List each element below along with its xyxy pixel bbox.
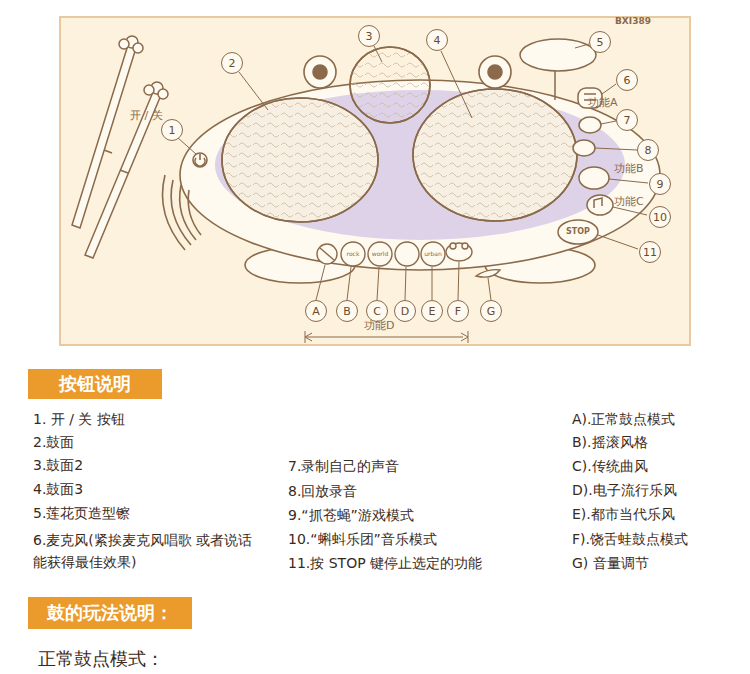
- callout-circle: F: [447, 300, 469, 322]
- callout-number: A: [312, 305, 320, 318]
- callout-number: F: [455, 305, 461, 318]
- callout-number: G: [487, 305, 496, 318]
- callout-circle: E: [421, 300, 443, 322]
- callout-circle: 8: [637, 139, 659, 161]
- section-band: 按钮说明: [28, 369, 162, 399]
- function-label: 功能A: [588, 96, 618, 109]
- callout-circle: 1: [161, 119, 183, 141]
- list-item: F).饶舌蛙鼓点模式: [572, 531, 688, 548]
- callout-circle: G: [480, 300, 502, 322]
- callout-number: 2: [229, 57, 236, 70]
- callout-circle: C: [366, 300, 388, 322]
- list-item-wrap: 6.麦克风(紧挨麦克风唱歌 或者说话能获得最佳效果): [33, 529, 258, 574]
- list-item: 11.按 STOP 键停止选定的功能: [288, 555, 482, 572]
- list-item: B).摇滚风格: [572, 434, 648, 451]
- callout-circle: 9: [649, 173, 671, 195]
- list-item: 5.莲花页造型镲: [33, 505, 130, 522]
- list-item: 2.鼓面: [33, 434, 74, 451]
- callout-number: B: [343, 305, 351, 318]
- switch-label: 开 / 关: [130, 109, 163, 122]
- callout-number: 9: [657, 178, 664, 191]
- section-heading: 按钮说明: [59, 372, 131, 396]
- callout-circle: B: [336, 300, 358, 322]
- function-label: 功能B: [614, 162, 644, 175]
- list-item: 8.回放录音: [288, 483, 357, 500]
- callout-circle: 2: [221, 52, 243, 74]
- list-item: E).都市当代乐风: [572, 506, 675, 523]
- callout-number: D: [401, 305, 409, 318]
- callout-circle: D: [394, 300, 416, 322]
- callout-circle: A: [305, 300, 327, 322]
- callout-number: 6: [624, 74, 631, 87]
- callout-number: 7: [624, 114, 631, 127]
- frog-body: [163, 47, 661, 283]
- mode-buttons: [317, 242, 500, 277]
- function-label: 功能D: [364, 319, 394, 332]
- function-label: 功能C: [614, 195, 644, 208]
- callout-circle: 10: [649, 206, 671, 228]
- list-item: 9.“抓苍蝇”游戏模式: [288, 507, 414, 524]
- button-text: urban: [424, 250, 442, 257]
- callout-number: E: [429, 305, 436, 318]
- button-text: world: [372, 250, 389, 257]
- list-item: 7.录制自己的声音: [288, 458, 399, 475]
- list-item: A).正常鼓点模式: [572, 411, 676, 428]
- callout-number: C: [373, 305, 381, 318]
- callout-number: 4: [434, 34, 441, 47]
- panel: [60, 17, 690, 345]
- list-item: D).电子流行乐风: [572, 482, 677, 499]
- callout-number: 10: [653, 211, 667, 224]
- callout-number: 5: [597, 36, 604, 49]
- callout-number: 11: [643, 246, 657, 259]
- section-heading: 鼓的玩法说明：: [47, 601, 173, 625]
- button-text: STOP: [566, 227, 590, 237]
- list-item: 1. 开 / 关 按钮: [33, 411, 125, 428]
- callout-number: 3: [366, 30, 373, 43]
- list-item: C).传统曲风: [572, 458, 648, 475]
- button-text: rock: [347, 250, 360, 257]
- model-code: BXI389: [615, 16, 651, 27]
- callout-number: 1: [169, 124, 176, 137]
- callout-number: 8: [645, 144, 652, 157]
- drum-sticks: [72, 36, 168, 258]
- callout-circle: 3: [358, 25, 380, 47]
- list-item: 3.鼓面2: [33, 457, 83, 474]
- list-item: 10.“蝌蚪乐团”音乐模式: [288, 531, 437, 548]
- callout-circle: 7: [616, 109, 638, 131]
- side-controls: [520, 39, 613, 244]
- leader-lines: [178, 44, 648, 343]
- callout-circle: 5: [589, 31, 611, 53]
- list-item: 4.鼓面3: [33, 481, 83, 498]
- callout-circle: 11: [639, 241, 661, 263]
- section-band: 鼓的玩法说明：: [28, 597, 192, 629]
- callout-circle: 4: [426, 29, 448, 51]
- sub-heading: 正常鼓点模式：: [38, 648, 164, 670]
- callout-circle: 6: [616, 69, 638, 91]
- list-item: G) 音量调节: [572, 555, 649, 572]
